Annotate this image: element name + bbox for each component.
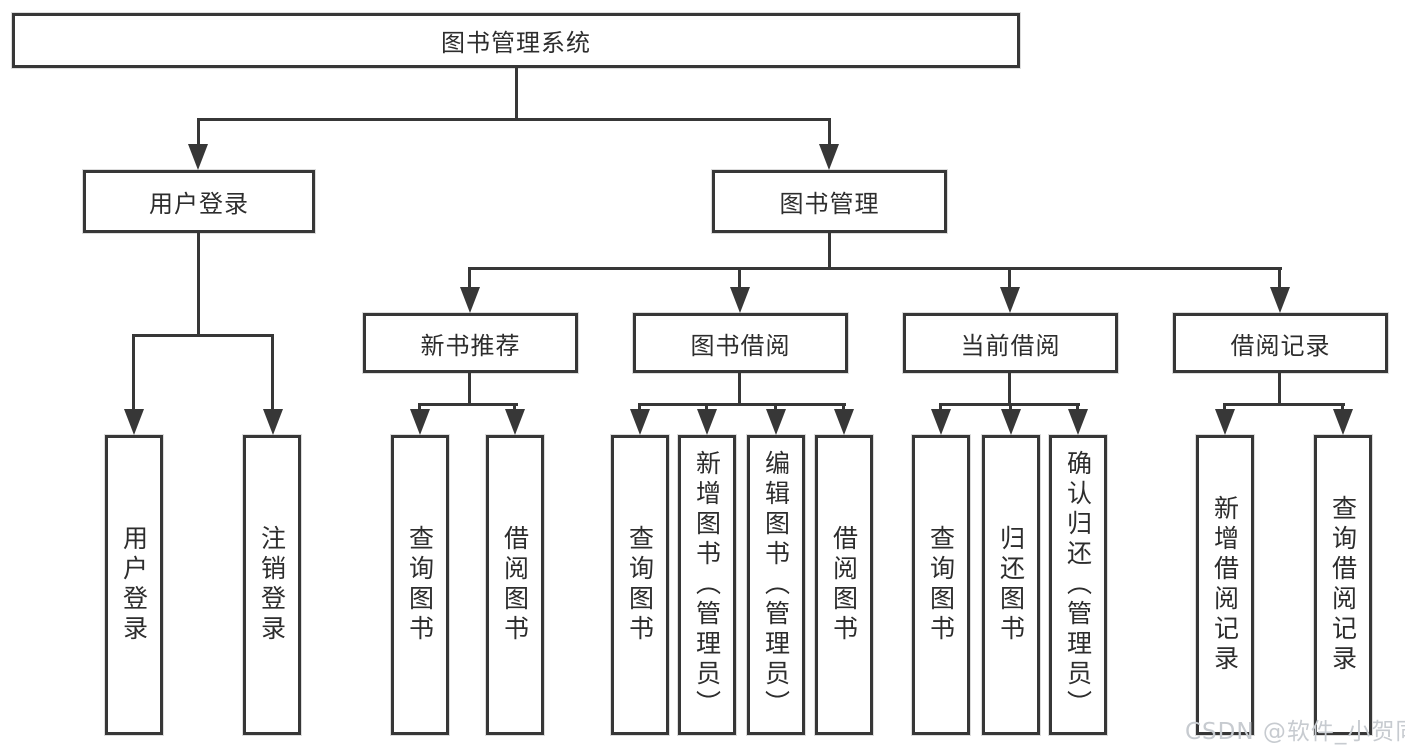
arrow-down-icon — [1333, 409, 1353, 435]
connector-line — [828, 233, 831, 270]
arrow-down-icon — [1068, 409, 1088, 435]
arrow-down-icon — [263, 409, 283, 435]
connector-line — [1223, 403, 1345, 406]
connector-line — [842, 403, 845, 410]
node-book-management-module: 图书管理 — [712, 170, 947, 233]
csdn-watermark: CSDN @软件_小贺同学 — [1185, 719, 1405, 745]
connector-line — [197, 118, 200, 144]
arrow-down-icon — [697, 409, 717, 435]
leaf-borrow-books-1: 借阅图书 — [486, 435, 544, 735]
connector-line — [705, 403, 708, 410]
connector-line — [1278, 373, 1281, 406]
arrow-down-icon — [630, 409, 650, 435]
leaf-add-borrow-record: 新增借阅记录 — [1196, 435, 1254, 735]
connector-line — [271, 334, 274, 410]
connector-line — [468, 267, 471, 288]
connector-line — [513, 403, 516, 410]
connector-line — [738, 267, 741, 288]
arrow-down-icon — [730, 287, 750, 313]
connector-line — [418, 403, 421, 410]
arrow-down-icon — [834, 409, 854, 435]
connector-line — [1223, 403, 1226, 410]
arrow-down-icon — [1001, 409, 1021, 435]
arrow-down-icon — [1270, 287, 1290, 313]
connector-line — [197, 233, 200, 337]
arrow-down-icon — [505, 409, 525, 435]
connector-line — [1076, 403, 1079, 410]
connector-line — [828, 118, 831, 144]
leaf-query-books-2: 查询图书 — [611, 435, 669, 735]
connector-line — [939, 403, 942, 410]
leaf-query-borrow-record: 查询借阅记录 — [1314, 435, 1372, 735]
leaf-add-books-admin: 新增图书（管理员） — [678, 435, 736, 735]
leaf-user-login: 用户登录 — [105, 435, 163, 735]
connector-line — [638, 403, 641, 410]
arrow-down-icon — [766, 409, 786, 435]
connector-line — [468, 373, 471, 406]
node-current-borrowing: 当前借阅 — [903, 313, 1118, 373]
node-book-borrowing: 图书借阅 — [633, 313, 848, 373]
node-new-book-recommend: 新书推荐 — [363, 313, 578, 373]
arrow-down-icon — [819, 144, 839, 170]
connector-line — [1278, 267, 1281, 288]
leaf-query-books-3: 查询图书 — [912, 435, 970, 735]
connector-line — [132, 334, 274, 337]
connector-line — [468, 267, 1282, 270]
connector-line — [638, 403, 846, 406]
leaf-edit-books-admin: 编辑图书（管理员） — [747, 435, 805, 735]
leaf-borrow-books-2: 借阅图书 — [815, 435, 873, 735]
arrow-down-icon — [124, 409, 144, 435]
connector-line — [1341, 403, 1344, 410]
arrow-down-icon — [1000, 287, 1020, 313]
arrow-down-icon — [1215, 409, 1235, 435]
leaf-confirm-return-admin: 确认归还（管理员） — [1049, 435, 1107, 735]
arrow-down-icon — [931, 409, 951, 435]
leaf-query-books-1: 查询图书 — [391, 435, 449, 735]
connector-line — [1008, 373, 1011, 406]
leaf-logout: 注销登录 — [243, 435, 301, 735]
arrow-down-icon — [460, 287, 480, 313]
connector-line — [738, 373, 741, 406]
node-library-system-root: 图书管理系统 — [12, 13, 1020, 68]
node-borrowing-records: 借阅记录 — [1173, 313, 1388, 373]
connector-line — [1008, 267, 1011, 288]
connector-line — [774, 403, 777, 410]
connector-line — [132, 334, 135, 410]
connector-line — [515, 68, 518, 121]
node-user-login-module: 用户登录 — [83, 170, 315, 233]
connector-line — [197, 118, 831, 121]
arrow-down-icon — [410, 409, 430, 435]
connector-line — [418, 403, 518, 406]
connector-line — [1009, 403, 1012, 410]
arrow-down-icon — [188, 144, 208, 170]
leaf-return-books: 归还图书 — [982, 435, 1040, 735]
